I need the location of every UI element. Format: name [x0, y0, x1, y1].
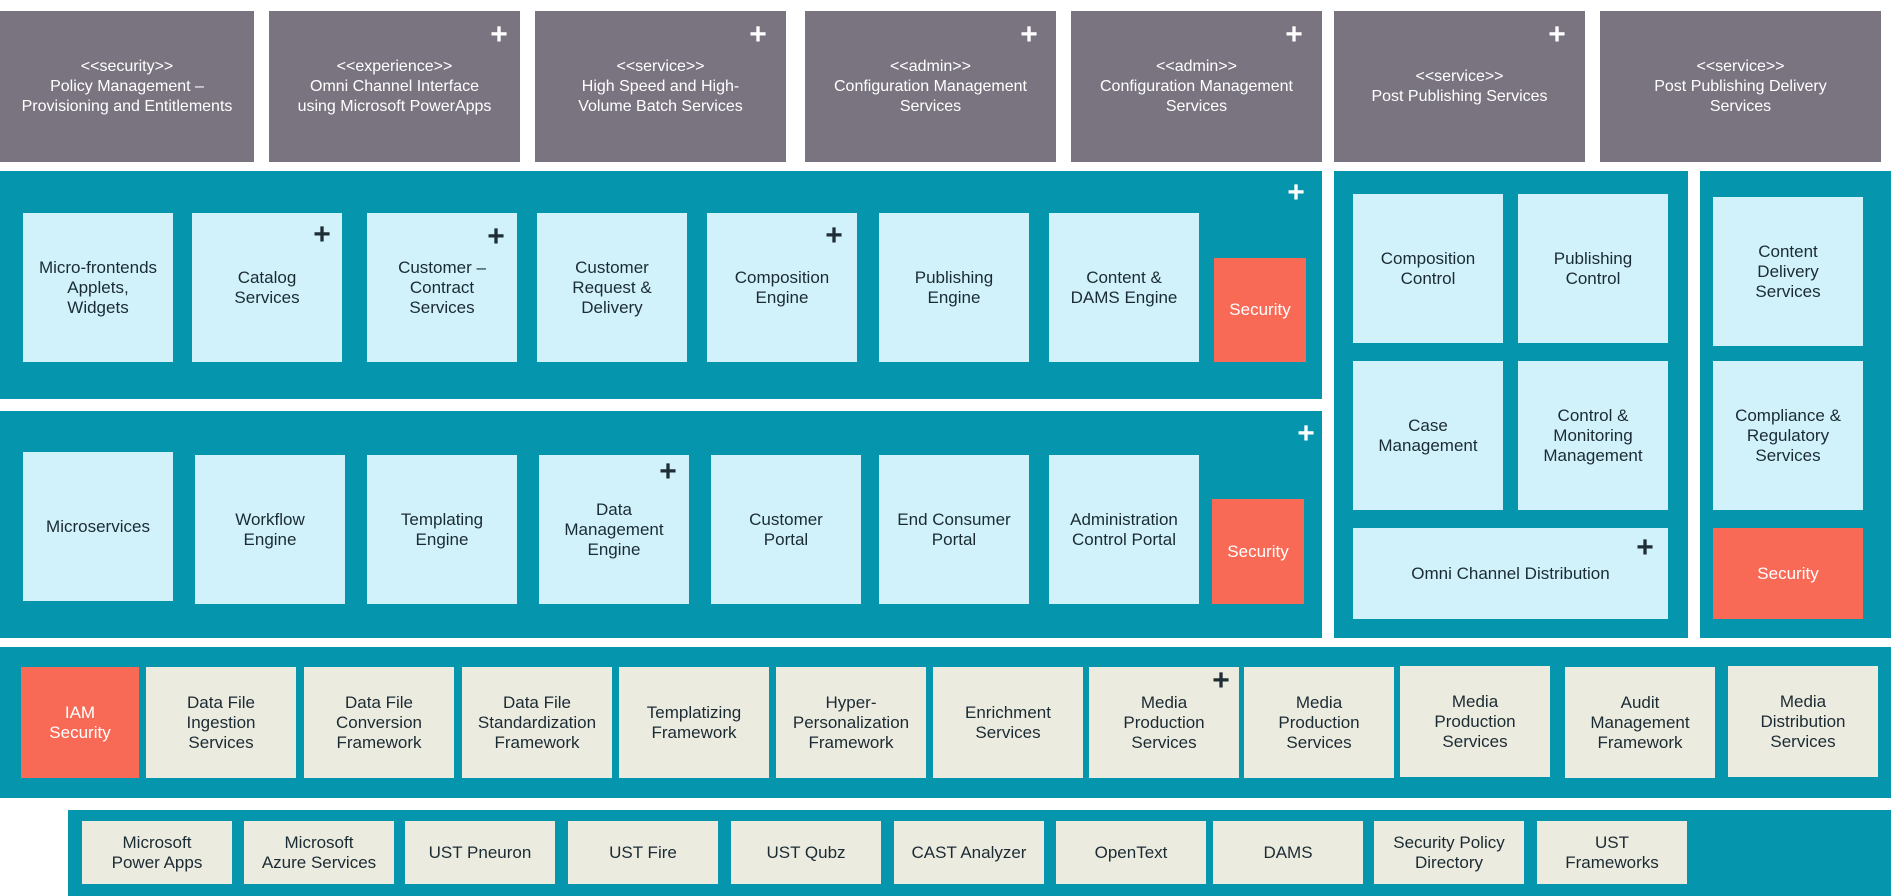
microservices-box[interactable]: Microservices	[23, 452, 173, 601]
security-box[interactable]: Security	[1212, 499, 1304, 604]
content-delivery-services-box[interactable]: Content Delivery Services	[1713, 197, 1863, 346]
expand-plus-icon[interactable]: +	[1287, 176, 1305, 209]
publishing-control-box[interactable]: Publishing Control	[1518, 194, 1668, 343]
customer-request-delivery-box[interactable]: Customer Request & Delivery	[537, 213, 687, 362]
expand-plus-icon[interactable]: +	[749, 18, 767, 51]
customer-portal-box[interactable]: Customer Portal	[711, 455, 861, 604]
media-distribution-box[interactable]: Media Distribution Services	[1728, 666, 1878, 777]
platform-ust-frameworks[interactable]: UST Frameworks	[1537, 821, 1687, 884]
workflow-engine-box[interactable]: Workflow Engine	[195, 455, 345, 604]
expand-plus-icon[interactable]: +	[1636, 531, 1654, 564]
header-post-publishing-services: <<service>> Post Publishing Services	[1334, 11, 1585, 162]
control-monitoring-management-box[interactable]: Control & Monitoring Management	[1518, 361, 1668, 510]
expand-plus-icon[interactable]: +	[1548, 18, 1566, 51]
media-production-box[interactable]: Media Production Services	[1089, 667, 1239, 778]
security-box[interactable]: Security	[1214, 258, 1306, 362]
data-file-conversion-box[interactable]: Data File Conversion Framework	[304, 667, 454, 778]
audit-management-box[interactable]: Audit Management Framework	[1565, 667, 1715, 778]
platform-opentext[interactable]: OpenText	[1056, 821, 1206, 884]
administration-control-portal-box[interactable]: Administration Control Portal	[1049, 455, 1199, 604]
media-production-box[interactable]: Media Production Services	[1400, 666, 1550, 777]
data-file-ingestion-box[interactable]: Data File Ingestion Services	[146, 667, 296, 778]
platform-microsoft-azure-services[interactable]: Microsoft Azure Services	[244, 821, 394, 884]
compliance-regulatory-services-box[interactable]: Compliance & Regulatory Services	[1713, 361, 1863, 510]
expand-plus-icon[interactable]: +	[1212, 664, 1230, 697]
composition-control-box[interactable]: Composition Control	[1353, 194, 1503, 343]
platform-ust-pneuron[interactable]: UST Pneuron	[405, 821, 555, 884]
catalog-services-box[interactable]: Catalog Services	[192, 213, 342, 362]
expand-plus-icon[interactable]: +	[487, 220, 505, 253]
header-batch-services: <<service>> High Speed and High- Volume …	[535, 11, 786, 162]
header-policy-management: <<security>> Policy Management – Provisi…	[0, 11, 254, 162]
data-file-standardization-box[interactable]: Data File Standardization Framework	[462, 667, 612, 778]
platform-ust-fire[interactable]: UST Fire	[568, 821, 718, 884]
customer-contract-services-box[interactable]: Customer – Contract Services	[367, 213, 517, 362]
expand-plus-icon[interactable]: +	[659, 455, 677, 488]
platform-cast-analyzer[interactable]: CAST Analyzer	[894, 821, 1044, 884]
header-omni-channel-interface: <<experience>> Omni Channel Interface us…	[269, 11, 520, 162]
header-post-publishing-delivery: <<service>> Post Publishing Delivery Ser…	[1600, 11, 1881, 162]
micro-frontends-box[interactable]: Micro-frontends Applets, Widgets	[23, 213, 173, 362]
publishing-engine-box[interactable]: Publishing Engine	[879, 213, 1029, 362]
data-management-engine-box[interactable]: Data Management Engine	[539, 455, 689, 604]
media-production-box[interactable]: Media Production Services	[1244, 667, 1394, 778]
templatizing-framework-box[interactable]: Templatizing Framework	[619, 667, 769, 778]
platform-dams[interactable]: DAMS	[1213, 821, 1363, 884]
expand-plus-icon[interactable]: +	[313, 218, 331, 251]
platform-microsoft-power-apps[interactable]: Microsoft Power Apps	[82, 821, 232, 884]
iam-security-box[interactable]: IAM Security	[21, 667, 139, 778]
end-consumer-portal-box[interactable]: End Consumer Portal	[879, 455, 1029, 604]
platform-security-policy-directory[interactable]: Security Policy Directory	[1374, 821, 1524, 884]
header-config-management-2: <<admin>> Configuration Management Servi…	[1071, 11, 1322, 162]
templating-engine-box[interactable]: Templating Engine	[367, 455, 517, 604]
expand-plus-icon[interactable]: +	[1297, 417, 1315, 450]
security-box[interactable]: Security	[1713, 528, 1863, 619]
header-config-management-1: <<admin>> Configuration Management Servi…	[805, 11, 1056, 162]
expand-plus-icon[interactable]: +	[490, 18, 508, 51]
expand-plus-icon[interactable]: +	[1285, 18, 1303, 51]
platform-ust-qubz[interactable]: UST Qubz	[731, 821, 881, 884]
expand-plus-icon[interactable]: +	[1020, 18, 1038, 51]
case-management-box[interactable]: Case Management	[1353, 361, 1503, 510]
hyper-personalization-box[interactable]: Hyper- Personalization Framework	[776, 667, 926, 778]
expand-plus-icon[interactable]: +	[825, 219, 843, 252]
composition-engine-box[interactable]: Composition Engine	[707, 213, 857, 362]
enrichment-services-box[interactable]: Enrichment Services	[933, 667, 1083, 778]
content-dams-engine-box[interactable]: Content & DAMS Engine	[1049, 213, 1199, 362]
omni-channel-distribution-box[interactable]: Omni Channel Distribution	[1353, 528, 1668, 619]
